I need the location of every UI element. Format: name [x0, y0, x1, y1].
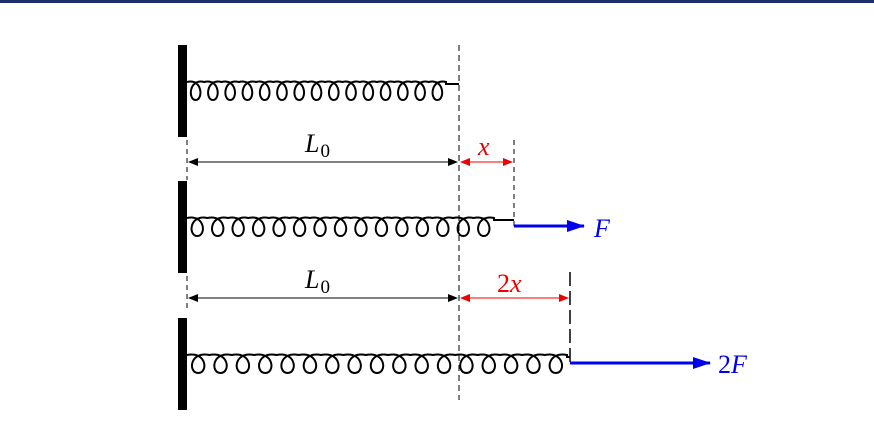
- label-extension-x: x: [477, 132, 490, 161]
- top-border-bar: [0, 0, 874, 3]
- label-length-bottom: L0: [304, 265, 330, 298]
- spring-stretched-x: [186, 216, 514, 238]
- label-force-F: F: [593, 214, 611, 243]
- wall-2: [178, 181, 187, 273]
- spring-stretched-2x: [186, 353, 570, 375]
- spring-relaxed: [186, 80, 459, 102]
- wall-3: [178, 318, 187, 410]
- label-extension-2x: 2x: [497, 269, 522, 298]
- wall-1: [178, 45, 187, 137]
- label-force-2F: 2F: [718, 350, 748, 379]
- label-length-top: L0: [304, 129, 330, 162]
